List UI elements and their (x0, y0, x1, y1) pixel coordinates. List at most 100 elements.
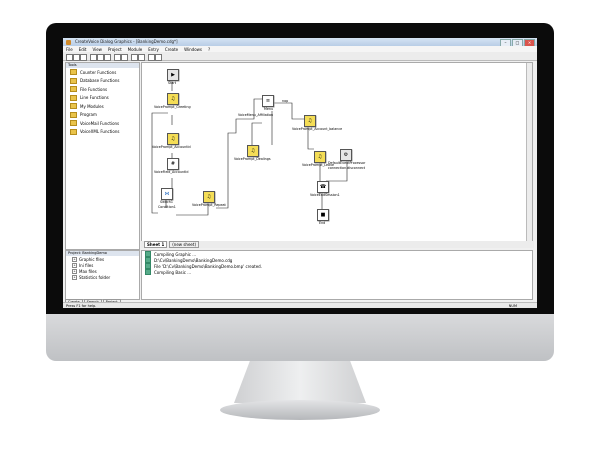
node-label: VoicePrompt_Account_balance (292, 127, 343, 131)
menu-edit[interactable]: Edit (78, 46, 87, 52)
output-line: Compiling Basic ... (142, 269, 532, 275)
node-label: Start (168, 81, 177, 85)
flow-canvas[interactable]: ▶ Start ♫ VoicePrompt_Greeting ♫ VoicePr… (141, 62, 533, 242)
status-bar: Press F1 for help. NUM (63, 302, 537, 308)
menu-node[interactable]: ≡ (262, 95, 274, 107)
tools-pane: Tools Counter Functions Database Functio… (65, 62, 140, 250)
tool-item[interactable]: VoiceMail Functions (66, 119, 139, 128)
menu-entry[interactable]: Entry (148, 46, 159, 52)
project-header: Project: BankingDemo (66, 251, 139, 256)
folder-icon (70, 69, 77, 76)
copy-icon[interactable] (97, 53, 104, 61)
switch-condition-label: Condition1 (158, 205, 176, 209)
project-item[interactable]: +Ini files (72, 262, 94, 268)
menu-help[interactable]: ? (208, 46, 211, 52)
prompt-node[interactable]: ♫ (304, 115, 316, 127)
new-icon[interactable] (66, 53, 73, 61)
tab-sheet-1[interactable]: Sheet 1 (144, 241, 168, 248)
zoom-out-icon[interactable] (138, 53, 145, 61)
canvas-scrollbar[interactable] (526, 63, 532, 241)
switch-node[interactable]: ⋈ (161, 188, 173, 200)
menu-file[interactable]: File (66, 46, 73, 52)
node-label: VoiceMenu_Affiliation (238, 113, 274, 117)
node-label: Menu (264, 107, 274, 111)
menu-bar: File Edit View Project Module Entry Crea… (63, 46, 537, 52)
folder-icon (70, 120, 77, 127)
menu-project[interactable]: Project (107, 46, 122, 52)
tool-item[interactable]: Database Functions (66, 77, 139, 86)
project-item[interactable]: +Max files (72, 268, 97, 274)
node-label: VoicePrompt_AccountId (152, 145, 191, 149)
start-node[interactable]: ▶ (167, 69, 179, 81)
node-label: VoicePrompt_Repeat (192, 203, 226, 207)
prompt-node[interactable]: ♫ (247, 145, 259, 157)
monitor-chin (46, 314, 554, 361)
monitor-stand (234, 361, 366, 403)
stop-icon[interactable] (155, 53, 162, 61)
tool-item[interactable]: Line Functions (66, 94, 139, 103)
undo-icon[interactable] (114, 53, 121, 61)
folder-icon (70, 94, 77, 101)
redo-icon[interactable] (121, 53, 128, 61)
menu-module[interactable]: Module (127, 46, 143, 52)
node-label: VoicePrompt_Greeting (154, 105, 191, 109)
tools-header: Tools (66, 63, 139, 68)
output-line: Compiling Graphic ... (142, 251, 532, 257)
run-icon[interactable] (148, 53, 155, 61)
info-icon (145, 269, 151, 275)
folder-icon (70, 128, 77, 135)
expand-icon[interactable]: + (72, 262, 77, 268)
node-label: VoicePrompt_Dealings (234, 157, 271, 161)
tab-new-sheet[interactable]: (new sheet) (169, 241, 200, 248)
tool-item[interactable]: VoiceXML Functions (66, 128, 139, 137)
end-session-node[interactable]: ☎ (317, 181, 329, 193)
monitor-base (220, 400, 380, 420)
menu-view[interactable]: View (92, 46, 102, 52)
project-item[interactable]: +Graphic files (72, 256, 105, 262)
sheet-tabs: Sheet 1 (new sheet) (141, 241, 534, 248)
info-icon (145, 263, 151, 269)
tool-item[interactable]: Counter Functions (66, 68, 139, 77)
prompt-node[interactable]: ♫ (167, 133, 179, 145)
tool-item[interactable]: File Functions (66, 85, 139, 94)
project-item[interactable]: +Statistics folder (72, 274, 111, 280)
field-node[interactable]: # (167, 158, 179, 170)
end-node[interactable]: ■ (317, 209, 329, 221)
folder-icon (70, 111, 77, 118)
output-line: D:\Cv\BankingDemo\BankingDemo.cdg (142, 257, 532, 263)
save-icon[interactable] (80, 53, 87, 61)
status-text: Press F1 for help. (66, 304, 97, 308)
expand-icon[interactable]: + (72, 256, 77, 262)
cut-icon[interactable] (90, 53, 97, 61)
prompt-node[interactable]: ♫ (167, 93, 179, 105)
event-processor-node[interactable]: ⚙ (340, 149, 352, 161)
open-icon[interactable] (73, 53, 80, 61)
menu-create[interactable]: Create (164, 46, 179, 52)
folder-icon (70, 103, 77, 110)
node-label: VoiceField_AccountId (154, 170, 189, 174)
folder-icon (70, 77, 77, 84)
menu-windows[interactable]: Windows (184, 46, 202, 52)
paste-icon[interactable] (104, 53, 111, 61)
node-label: DefaultEventProcessor (328, 161, 366, 165)
node-label: VoiceEndSession1 (310, 193, 340, 197)
menu-nop-label: nop (282, 99, 289, 103)
num-lock-indicator: NUM (508, 304, 517, 308)
window-title: CreateVoice Dialog Graphics - [BankingDe… (75, 39, 178, 44)
info-icon (145, 257, 151, 263)
prompt-node[interactable]: ♫ (314, 151, 326, 163)
folder-icon (70, 86, 77, 93)
tool-item[interactable]: Program (66, 111, 139, 120)
zoom-in-icon[interactable] (131, 53, 138, 61)
prompt-node[interactable]: ♫ (203, 191, 215, 203)
title-bar: CreateVoice Dialog Graphics - [BankingDe… (63, 38, 537, 47)
output-pane: Compiling Graphic ... D:\Cv\BankingDemo\… (141, 250, 533, 300)
node-label: Switch1 (160, 200, 173, 204)
tool-item[interactable]: My Modules (66, 102, 139, 111)
screen: CreateVoice Dialog Graphics - [BankingDe… (63, 38, 537, 308)
output-line: File 'D:\Cv\BankingDemo\BankingDemo.bmp'… (142, 263, 532, 269)
expand-icon[interactable]: + (72, 274, 77, 280)
expand-icon[interactable]: + (72, 268, 77, 274)
toolbar (63, 52, 537, 61)
project-pane: Project: BankingDemo +Graphic files +Ini… (65, 250, 140, 300)
